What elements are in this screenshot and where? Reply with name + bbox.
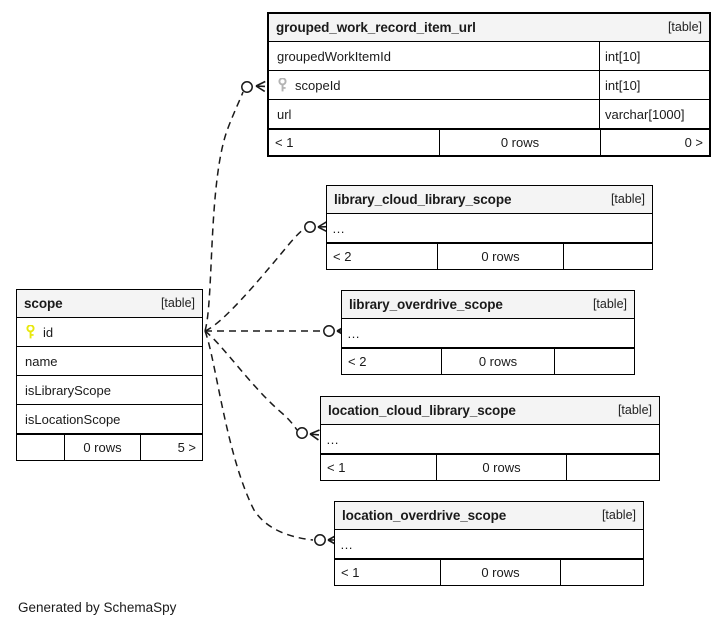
table-row[interactable]: groupedWorkItemId int[10] (269, 42, 709, 71)
table-header: scope [table] (17, 290, 202, 318)
footer-parent-count: < 2 (348, 354, 367, 369)
column-name: isLocationScope (25, 411, 121, 427)
table-title: location_overdrive_scope (342, 507, 507, 523)
table-row-collapsed[interactable]: … (342, 319, 634, 348)
table-title: library_cloud_library_scope (334, 191, 512, 207)
collapsed-columns-cell: … (342, 319, 634, 347)
column-name-cell: scopeId (269, 71, 599, 99)
table-footer: < 2 0 rows (342, 348, 634, 374)
table-row-collapsed[interactable]: … (321, 425, 659, 454)
footer-parent-count: < 1 (327, 460, 346, 475)
generated-by-schemaspy-label: Generated by SchemaSpy (18, 600, 177, 615)
footer-child-count: 0 > (600, 130, 709, 155)
column-name: url (277, 106, 292, 122)
footer-child-count (554, 349, 634, 374)
column-type-cell: int[10] (599, 71, 709, 99)
footer-row-count: 0 rows (64, 435, 140, 460)
table-footer: 0 rows 5 > (17, 434, 202, 460)
collapsed-columns-ellipsis: … (347, 325, 361, 341)
footer-child-count: 5 > (140, 435, 202, 460)
table-kind-label: [table] (160, 296, 195, 311)
column-name-cell: isLibraryScope (17, 376, 202, 404)
column-type: varchar[1000] (605, 106, 685, 122)
column-type: int[10] (605, 48, 641, 64)
table-row-collapsed[interactable]: … (335, 530, 643, 559)
table-footer: < 1 0 rows (335, 559, 643, 585)
table-row[interactable]: isLocationScope (17, 405, 202, 434)
table-library-cloud-library-scope[interactable]: library_cloud_library_scope [table] … < … (326, 185, 653, 270)
footer-row-count: 0 rows (436, 455, 566, 480)
footer-row-count: 0 rows (437, 244, 563, 269)
table-footer: < 1 0 rows (321, 454, 659, 480)
table-scope[interactable]: scope [table] id name i (16, 289, 203, 461)
collapsed-columns-cell: … (327, 214, 652, 242)
table-row[interactable]: id (17, 318, 202, 347)
footer-row-count: 0 rows (439, 130, 600, 155)
edge-scope-to-location-cloud-library-scope (204, 330, 321, 441)
table-header: grouped_work_record_item_url [table] (269, 14, 709, 42)
column-name: isLibraryScope (25, 382, 111, 398)
table-location-overdrive-scope[interactable]: location_overdrive_scope [table] … < 1 0… (334, 501, 644, 586)
column-type: int[10] (605, 77, 641, 93)
primary-key-icon (25, 325, 36, 339)
table-footer: < 1 0 rows 0 > (269, 129, 709, 155)
column-name-cell: id (17, 318, 202, 346)
column-name: scopeId (295, 77, 341, 93)
foreign-key-icon (277, 78, 288, 92)
table-grouped-work-record-item-url[interactable]: grouped_work_record_item_url [table] gro… (267, 12, 711, 157)
collapsed-columns-cell: … (335, 530, 643, 558)
table-header: library_cloud_library_scope [table] (327, 186, 652, 214)
column-name-cell: isLocationScope (17, 405, 202, 433)
table-title: library_overdrive_scope (349, 296, 503, 312)
footer-row-count: 0 rows (440, 560, 560, 585)
table-row[interactable]: isLibraryScope (17, 376, 202, 405)
column-name: groupedWorkItemId (277, 48, 391, 64)
table-library-overdrive-scope[interactable]: library_overdrive_scope [table] … < 2 0 … (341, 290, 635, 375)
table-row[interactable]: name (17, 347, 202, 376)
table-title: location_cloud_library_scope (328, 402, 516, 418)
table-row[interactable]: scopeId int[10] (269, 71, 709, 100)
column-type-cell: int[10] (599, 42, 709, 70)
table-title: grouped_work_record_item_url (276, 19, 476, 35)
table-title: scope (24, 295, 63, 311)
footer-child-count (560, 560, 643, 585)
column-name-cell: name (17, 347, 202, 375)
footer-parent-count (17, 435, 64, 460)
edge-scope-to-library-cloud-library-scope (204, 220, 328, 332)
column-name: id (43, 324, 54, 340)
column-type-cell: varchar[1000] (599, 100, 709, 128)
collapsed-columns-ellipsis: … (332, 220, 346, 236)
collapsed-columns-ellipsis: … (326, 431, 340, 447)
table-kind-label: [table] (601, 508, 636, 523)
column-name-cell: url (269, 100, 599, 128)
table-header: location_cloud_library_scope [table] (321, 397, 659, 425)
edge-scope-to-grouped-work-record-item-url (204, 80, 267, 332)
column-name: name (25, 353, 58, 369)
table-kind-label: [table] (617, 403, 652, 418)
footer-parent-count: < 1 (341, 565, 360, 580)
column-name-cell: groupedWorkItemId (269, 42, 599, 70)
edge-scope-to-library-overdrive-scope (205, 325, 347, 337)
table-location-cloud-library-scope[interactable]: location_cloud_library_scope [table] … <… (320, 396, 660, 481)
table-row-collapsed[interactable]: … (327, 214, 652, 243)
table-footer: < 2 0 rows (327, 243, 652, 269)
table-kind-label: [table] (592, 297, 627, 312)
table-row[interactable]: url varchar[1000] (269, 100, 709, 129)
footer-parent-count: < 2 (333, 249, 352, 264)
table-kind-label: [table] (610, 192, 645, 207)
table-header: location_overdrive_scope [table] (335, 502, 643, 530)
footer-child-count (563, 244, 652, 269)
footer-child-count (566, 455, 659, 480)
edge-scope-to-location-overdrive-scope (204, 330, 338, 546)
collapsed-columns-cell: … (321, 425, 659, 453)
table-header: library_overdrive_scope [table] (342, 291, 634, 319)
table-kind-label: [table] (667, 20, 702, 35)
footer-parent-count: < 1 (275, 135, 294, 150)
collapsed-columns-ellipsis: … (340, 536, 354, 552)
footer-row-count: 0 rows (441, 349, 554, 374)
